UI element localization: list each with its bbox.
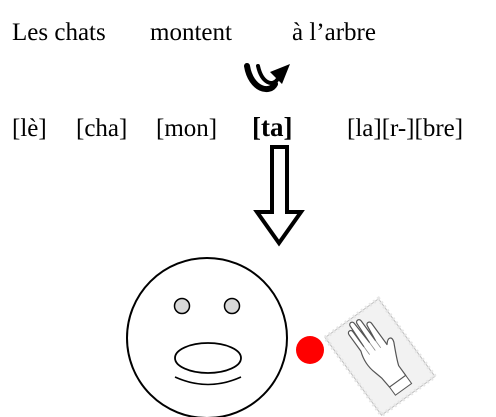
syllable-mon: [mon] <box>156 115 218 142</box>
syllable-ta-highlight: [ta] <box>252 112 293 142</box>
red-dot-icon <box>296 336 324 364</box>
curved-liaison-arrow-icon <box>244 63 290 93</box>
chin-line <box>174 376 242 386</box>
syllable-la-r-bre: [la][r-][bre] <box>347 115 464 142</box>
hand-sign-icon <box>322 295 438 417</box>
hollow-down-arrow-icon <box>253 145 305 247</box>
sentence-word-a-l-arbre: à l’arbre <box>292 19 376 46</box>
syllable-les: [lè] <box>12 115 47 142</box>
syllable-cha: [cha] <box>76 115 128 142</box>
sentence-word-montent: montent <box>150 19 232 46</box>
mouth <box>174 342 242 374</box>
right-eye <box>223 297 241 315</box>
left-eye <box>173 297 191 315</box>
sentence-word-les-chats: Les chats <box>12 19 106 46</box>
open-mouth-face-icon <box>126 257 288 417</box>
